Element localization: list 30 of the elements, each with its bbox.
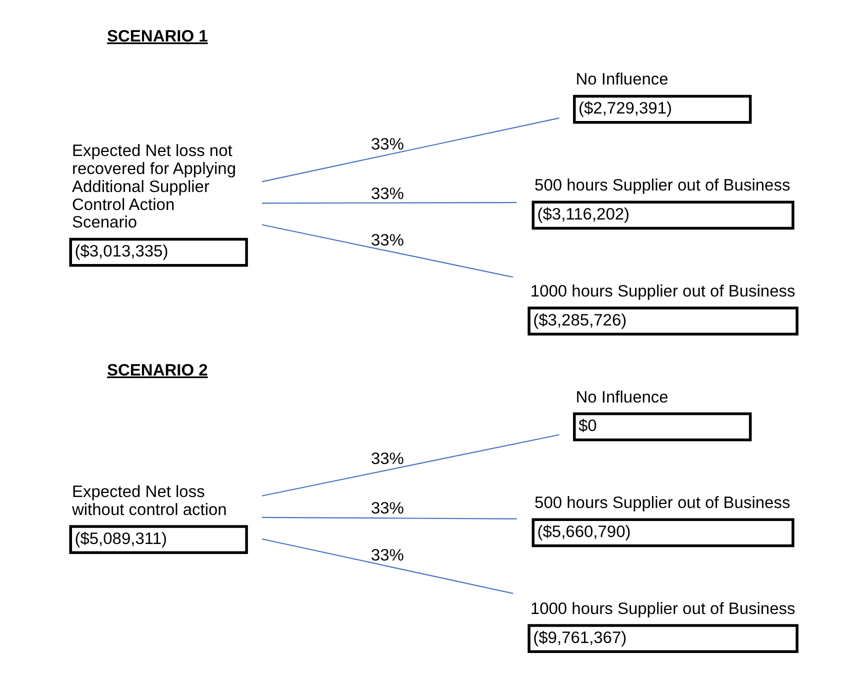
edge-label: 33% (370, 500, 404, 518)
node-box: ($3,116,202) (531, 200, 794, 230)
node-label: No Influence (575, 70, 668, 89)
connector (261, 538, 513, 594)
node-label: Expected Net loss not recovered for Applying Additional Supplier Control Action Scenario (71, 142, 236, 232)
node-label: 1000 hours Supplier out of Business (530, 600, 795, 618)
node-box: ($9,761,367) (527, 624, 798, 653)
node-label: 500 hours Supplier out of Business (534, 494, 790, 512)
connector (261, 224, 513, 278)
connector (261, 118, 559, 182)
node-label: No Influence (575, 388, 668, 406)
node-label: Expected Net loss without control action (71, 483, 226, 519)
node-box: ($3,013,335) (68, 238, 248, 267)
edge-label: 33% (370, 450, 404, 468)
connector (261, 516, 516, 520)
connector (261, 202, 516, 204)
edge-label: 33% (370, 232, 404, 250)
label: SCENARIO 1 (106, 27, 208, 46)
node-box: ($2,729,391) (572, 94, 752, 124)
node-label: 1000 hours Supplier out of Business (530, 282, 795, 300)
node-box: ($3,285,726) (527, 306, 798, 336)
label: SCENARIO 2 (106, 361, 208, 380)
edge-label: 33% (370, 184, 404, 203)
node-label: 500 hours Supplier out of Business (534, 176, 790, 195)
connector (261, 434, 559, 496)
edge-label: 33% (370, 135, 404, 154)
node-box: $0 (572, 412, 752, 442)
node-box: ($5,660,790) (531, 518, 794, 548)
node-box: ($5,089,311) (68, 525, 248, 554)
edge-label: 33% (370, 546, 404, 564)
